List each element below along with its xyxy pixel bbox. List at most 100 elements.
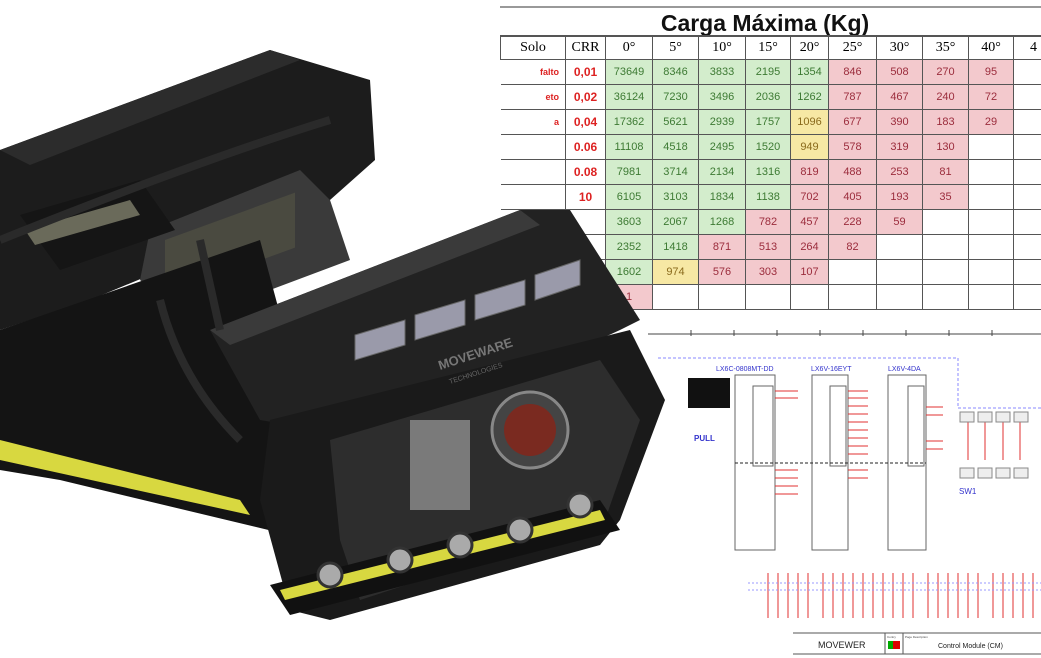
load-cell: 82: [828, 234, 877, 260]
column-header: 10°: [698, 35, 746, 60]
load-cell: 2939: [698, 109, 746, 135]
load-cell: 405: [828, 184, 877, 210]
hmi-screen: [688, 378, 730, 408]
load-cell: [652, 284, 699, 310]
load-cell: [922, 259, 969, 285]
load-cell: 72: [968, 84, 1014, 110]
load-cell: 578: [828, 134, 877, 160]
load-cell: 270: [922, 59, 969, 85]
load-cell: 2036: [745, 84, 791, 110]
load-cell: 7981: [605, 159, 653, 185]
pull-label: PULL: [694, 434, 715, 443]
load-cell: [876, 284, 923, 310]
load-cell: [828, 259, 877, 285]
load-cell: [968, 159, 1014, 185]
title-block: MOVEWER Contry Page Description Control …: [793, 632, 1041, 655]
column-header: 25°: [828, 35, 877, 60]
load-cell: 457: [790, 209, 829, 235]
svg-text:LX6V-4DA: LX6V-4DA: [888, 366, 921, 373]
load-cell: [1013, 134, 1041, 160]
load-cell: 1138: [745, 184, 791, 210]
load-cell: [968, 134, 1014, 160]
column-header: Solo: [500, 35, 566, 60]
load-cell: 95: [968, 59, 1014, 85]
load-cell: 2134: [698, 159, 746, 185]
load-cell: 29: [968, 109, 1014, 135]
load-cell: [876, 259, 923, 285]
load-cell: [1013, 259, 1041, 285]
load-cell: 264: [790, 234, 829, 260]
load-cell: 7230: [652, 84, 699, 110]
load-cell: 871: [698, 234, 746, 260]
load-cell: 2195: [745, 59, 791, 85]
load-cell: [968, 284, 1014, 310]
load-cell: 508: [876, 59, 923, 85]
svg-text:LX6V-16EYT: LX6V-16EYT: [811, 366, 852, 373]
svg-text:Contry: Contry: [887, 635, 896, 639]
load-cell: 3714: [652, 159, 699, 185]
column-header: 40°: [968, 35, 1014, 60]
load-cell: [1013, 159, 1041, 185]
load-cell: 513: [745, 234, 791, 260]
load-cell: [698, 284, 746, 310]
load-cell: 8346: [652, 59, 699, 85]
load-cell: 846: [828, 59, 877, 85]
electrical-schematic: PULL LX6C-0808MT-DD LX6V-16EYT LX6V-4DA …: [648, 330, 1041, 655]
load-cell: 130: [922, 134, 969, 160]
plc-module-3: LX6V-4DA: [887, 366, 927, 551]
crr-cell: 0.06: [565, 134, 606, 160]
column-header: 20°: [790, 35, 829, 60]
column-header: 4: [1013, 35, 1041, 60]
load-cell: 467: [876, 84, 923, 110]
load-cell: [876, 234, 923, 260]
load-cell: 1354: [790, 59, 829, 85]
grid-ticks: [690, 330, 993, 336]
load-cell: 35: [922, 184, 969, 210]
load-cell: [968, 209, 1014, 235]
load-cell: [790, 284, 829, 310]
load-cell: [745, 284, 791, 310]
crr-cell: 0,01: [565, 59, 606, 85]
load-cell: [922, 209, 969, 235]
load-cell: 949: [790, 134, 829, 160]
load-cell: 1834: [698, 184, 746, 210]
load-cell: 3833: [698, 59, 746, 85]
load-cell: [1013, 184, 1041, 210]
plc-module-2: LX6V-16EYT: [811, 366, 852, 551]
load-cell: 390: [876, 109, 923, 135]
load-cell: 193: [876, 184, 923, 210]
load-cell: 488: [828, 159, 877, 185]
load-cell: 576: [698, 259, 746, 285]
soil-cell: eto: [500, 84, 566, 110]
load-cell: 1316: [745, 159, 791, 185]
load-cell: 253: [876, 159, 923, 185]
load-cell: 81: [922, 159, 969, 185]
load-cell: 782: [745, 209, 791, 235]
rear-track-module: [0, 50, 375, 330]
load-cell: 1418: [652, 234, 699, 260]
load-cell: [1013, 109, 1041, 135]
column-header: 0°: [605, 35, 653, 60]
load-cell: 228: [828, 209, 877, 235]
load-cell: 787: [828, 84, 877, 110]
load-cell: 2495: [698, 134, 746, 160]
load-cell: 107: [790, 259, 829, 285]
load-cell: 2352: [605, 234, 653, 260]
column-header: 35°: [922, 35, 969, 60]
load-cell: [1013, 59, 1041, 85]
load-cell: 319: [876, 134, 923, 160]
load-cell: [1013, 84, 1041, 110]
load-cell: [968, 184, 1014, 210]
load-cell: 36124: [605, 84, 653, 110]
load-cell: 3603: [605, 209, 653, 235]
switch-label: SW1: [959, 487, 977, 496]
roll-cage: [0, 116, 332, 443]
load-cell: 974: [652, 259, 699, 285]
